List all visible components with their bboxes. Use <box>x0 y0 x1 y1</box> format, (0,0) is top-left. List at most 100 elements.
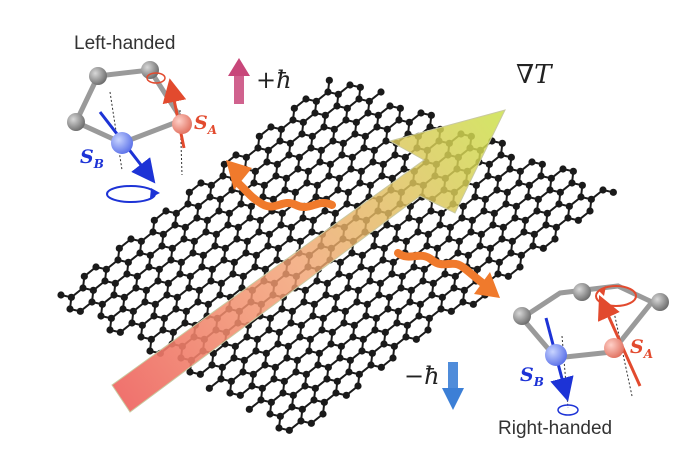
lattice-atom <box>472 181 480 189</box>
lattice-atom <box>551 235 559 243</box>
lattice-atom <box>391 151 399 159</box>
lattice-atom <box>119 305 127 313</box>
lattice-atom <box>568 179 576 187</box>
lattice-atom <box>57 291 65 299</box>
lattice-atom <box>356 179 364 187</box>
lattice-atom <box>293 356 301 364</box>
lattice-atom <box>401 153 409 161</box>
lattice-atom <box>267 123 275 131</box>
lattice-atom <box>247 202 255 210</box>
lattice-atom <box>331 305 339 313</box>
lattice-atom <box>280 377 288 385</box>
lattice-atom <box>227 377 235 385</box>
lattice-atom <box>203 216 211 224</box>
lattice-atom <box>320 398 328 406</box>
lattice-atom <box>344 188 352 196</box>
lattice-atom <box>311 109 319 117</box>
lattice-atom <box>424 230 432 238</box>
lattice-atom <box>400 165 408 173</box>
temperature-gradient-arrow <box>111 109 506 413</box>
lattice-atom <box>141 298 149 306</box>
lattice-atom <box>380 244 388 252</box>
lattice-atom <box>377 363 385 371</box>
lattice-atom <box>264 146 272 154</box>
lattice-atom <box>343 200 351 208</box>
lattice-atom <box>231 342 239 350</box>
lattice-atom <box>124 258 132 266</box>
lattice-atom <box>286 235 294 243</box>
lattice-atom <box>305 347 313 355</box>
lattice-atom <box>307 144 315 152</box>
lattice-atom <box>80 272 88 280</box>
lattice-atom <box>149 228 157 236</box>
lattice-atom <box>420 265 428 273</box>
lattice-atom <box>427 111 435 119</box>
lattice-atom <box>146 347 154 355</box>
angular-momentum-up-arrow <box>228 58 250 104</box>
lattice-atom <box>528 158 536 166</box>
lattice-atom <box>169 328 177 336</box>
lattice-atom <box>282 174 290 182</box>
lattice-atom <box>372 314 380 322</box>
lattice-atom <box>542 221 550 229</box>
lattice-atom <box>303 179 311 187</box>
lattice-atom <box>507 153 515 161</box>
phonon-wave-upper-left <box>226 160 336 211</box>
lattice-atom <box>182 307 190 315</box>
lattice-atom <box>92 263 100 271</box>
lattice-atom <box>379 256 387 264</box>
lattice-atom <box>236 391 244 399</box>
lattice-atom <box>417 109 425 117</box>
lattice-atom <box>424 326 432 334</box>
lattice-atom <box>230 354 238 362</box>
lattice-atom <box>220 160 228 168</box>
lattice-atom <box>403 321 411 329</box>
lattice-atom <box>378 172 386 180</box>
lattice-atom <box>296 333 304 341</box>
lattice-atom <box>237 200 245 208</box>
lattice-atom <box>334 90 342 98</box>
lattice-atom <box>350 321 358 329</box>
lattice-atom <box>137 237 145 245</box>
lattice-atom <box>311 384 319 392</box>
lattice-atom <box>384 305 392 313</box>
lattice-atom <box>154 277 162 285</box>
lattice-atom <box>106 326 114 334</box>
lattice-atom <box>321 111 329 119</box>
lattice-atom <box>298 130 306 138</box>
lattice-atom <box>250 179 258 187</box>
lattice-atom <box>288 307 296 315</box>
lattice-atom <box>530 230 538 238</box>
lattice-atom <box>299 214 307 222</box>
spin-b-label-top: SB <box>80 146 104 171</box>
lattice-atom <box>66 305 74 313</box>
lattice-atom <box>292 368 300 376</box>
lattice-atom <box>389 258 397 266</box>
spin-a-letter: S <box>194 112 208 134</box>
temperature-gradient-label: ∇T <box>516 60 552 90</box>
lattice-atom <box>173 293 181 301</box>
lattice-atom <box>300 298 308 306</box>
lattice-atom <box>599 186 607 194</box>
lattice-atom <box>451 272 459 280</box>
lattice-atom <box>163 291 171 299</box>
lattice-atom <box>458 214 466 222</box>
lattice-atom <box>160 314 168 322</box>
lattice-atom <box>366 181 374 189</box>
lattice-atom <box>195 286 203 294</box>
lattice-atom <box>248 382 256 390</box>
lattice-atom <box>331 209 339 217</box>
lattice-atom <box>494 174 502 182</box>
lattice-atom <box>459 202 467 210</box>
lattice-atom <box>543 209 551 217</box>
lattice-atom <box>436 221 444 229</box>
spin-a-letter: S <box>630 336 644 358</box>
lattice-atom <box>267 398 275 406</box>
lattice-atom <box>525 181 533 189</box>
minus-hbar-label: −ħ <box>404 362 440 390</box>
lattice-atom <box>312 193 320 201</box>
lattice-atom <box>339 139 347 147</box>
lattice-atom <box>127 235 135 243</box>
lattice-atom <box>158 242 166 250</box>
